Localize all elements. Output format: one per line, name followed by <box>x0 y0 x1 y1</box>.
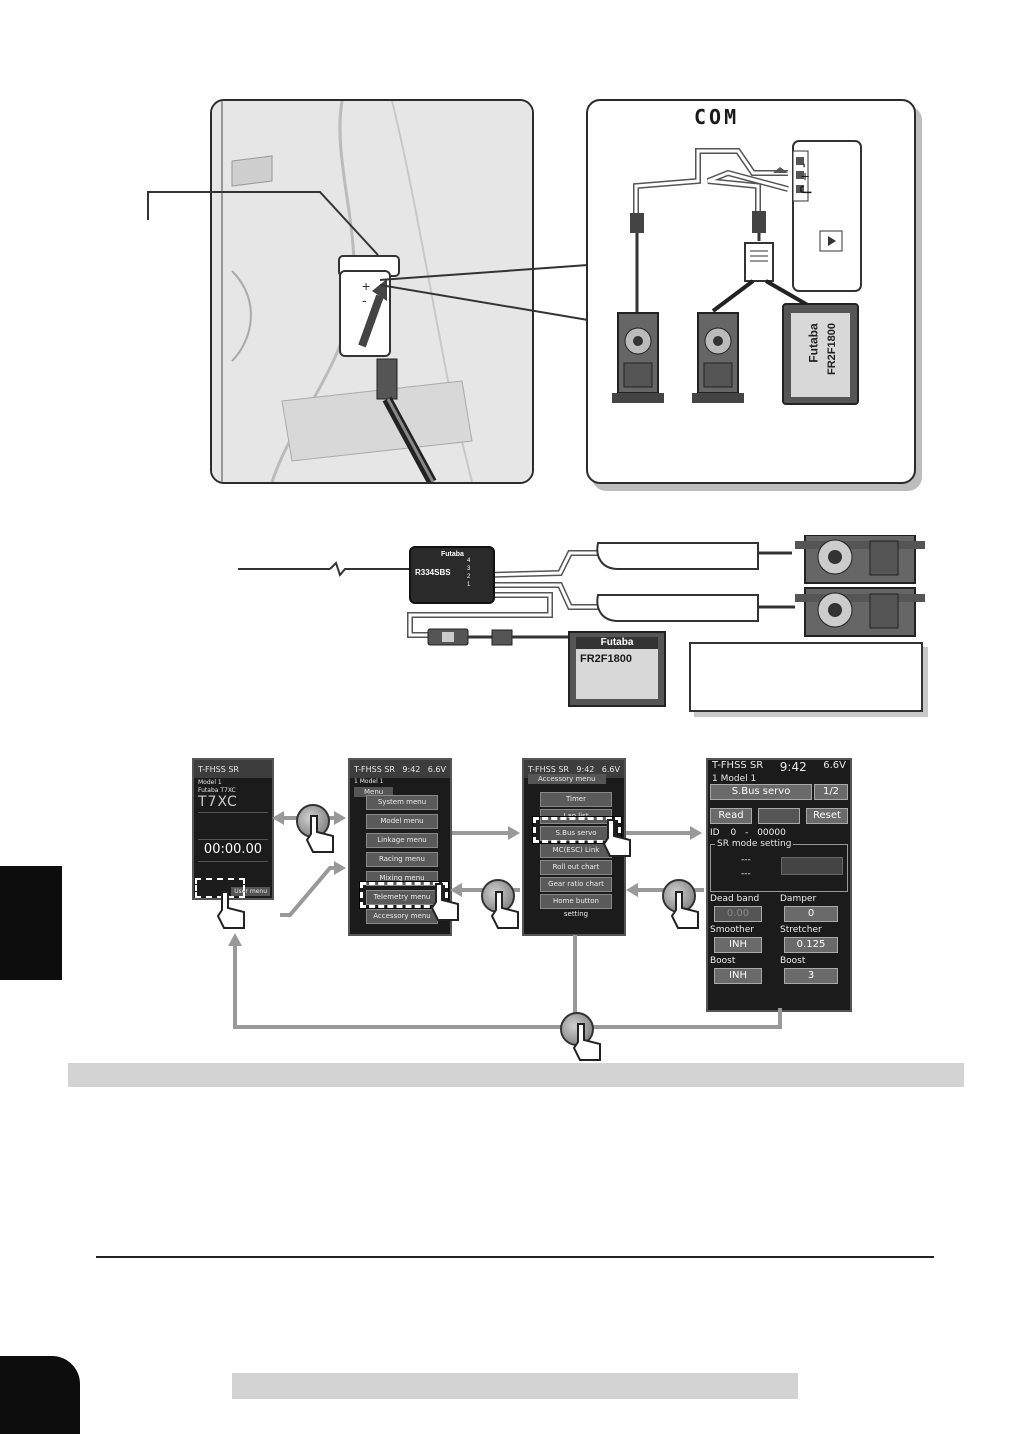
receiver-port: 4 <box>467 558 471 564</box>
gear-ratio-chart-item[interactable]: Gear ratio chart <box>540 877 612 892</box>
damper-label: Damper <box>780 894 817 904</box>
battery-model: FR2F1800 <box>580 653 632 665</box>
boost-label: Boost <box>710 956 736 966</box>
home-timer: 00:00.00 <box>203 842 263 857</box>
sr-dash-1: --- <box>741 855 751 865</box>
receiver-port: 2 <box>467 574 471 580</box>
svg-text:+: + <box>362 278 370 294</box>
home-model: Model 1 <box>198 779 222 786</box>
hand-pointer-icon <box>490 891 519 929</box>
receiver-model: R334SBS <box>415 568 451 577</box>
acc-time: 9:42 <box>576 764 595 774</box>
battery-brand: Futaba <box>576 637 658 649</box>
id-label: ID <box>710 828 720 838</box>
receiver-ports: 4 3 2 1 <box>467 558 491 590</box>
callout-line-left <box>147 191 379 256</box>
receiver-unit: Futaba R334SBS 4 3 2 1 <box>409 546 495 604</box>
transmitter-illustration-panel: + - <box>210 99 534 484</box>
zoom-lines <box>380 264 589 321</box>
dead-band-value[interactable]: 0.00 <box>714 906 762 922</box>
reset-button[interactable]: Reset <box>806 808 848 824</box>
com-battery-model: FR2F1800 <box>825 323 838 375</box>
transmitter-drawing: + - <box>212 101 532 482</box>
mc-esc-link-item[interactable]: MC(ESC) Link <box>540 843 612 858</box>
section-divider <box>96 1256 934 1258</box>
id-value: 0 <box>730 828 737 838</box>
menu-title: Menu <box>354 787 394 797</box>
dead-band-label: Dead band <box>710 894 760 904</box>
roll-out-chart-item[interactable]: Roll out chart <box>540 860 612 875</box>
home-screen[interactable]: T-FHSS SR Model 1 Futaba T7XC T7XC 00:00… <box>192 758 274 900</box>
user-menu-highlight <box>195 878 245 898</box>
user-menu-button[interactable]: User menu <box>231 887 270 896</box>
hand-pointer-icon <box>602 819 631 857</box>
boost2-value[interactable]: 3 <box>784 968 838 984</box>
hand-pointer-icon <box>430 883 459 921</box>
com-battery-brand: Futaba <box>806 323 821 363</box>
menu-status: T-FHSS SR <box>354 764 395 774</box>
sbus-time: 9:42 <box>779 760 807 774</box>
acc-status: T-FHSS SR <box>528 764 569 774</box>
sr-mode-box: SR mode setting --- --- <box>710 839 848 892</box>
timer-item[interactable]: Timer <box>540 792 612 807</box>
smoother-value[interactable]: INH <box>714 937 762 953</box>
footer-bar <box>232 1373 798 1399</box>
menu-model: 1 Model 1 <box>354 778 384 785</box>
acc-title: Accessory menu <box>528 774 606 784</box>
sr-mode-button[interactable] <box>781 857 843 875</box>
id-row: ID 0 - 00000 <box>710 828 786 838</box>
card-symbols: - + ᒍ <box>796 163 813 195</box>
sbus-voltage: 6.6V <box>823 760 846 771</box>
model-menu-item[interactable]: Model menu <box>366 814 438 829</box>
home-brand: Futaba T7XC <box>198 787 236 794</box>
page-number-tab <box>0 1356 80 1434</box>
com-wiring-drawing <box>612 140 862 405</box>
hand-pointer-icon <box>670 891 699 929</box>
sr-dash-2: --- <box>741 869 751 879</box>
hand-pointer-icon <box>572 1023 601 1061</box>
page-indicator[interactable]: 1/2 <box>814 784 848 800</box>
side-tab <box>0 866 62 980</box>
com-label: COM <box>694 105 740 129</box>
home-logo: T7XC <box>198 794 238 810</box>
hand-pointer-icon <box>305 815 334 853</box>
note-box <box>689 642 923 712</box>
racing-menu-item[interactable]: Racing menu <box>366 852 438 867</box>
hand-pointer-icon <box>216 891 245 929</box>
sbus-status: T-FHSS SR <box>712 760 764 771</box>
home-button-setting-item[interactable]: Home button setting <box>540 894 612 918</box>
acc-voltage: 6.6V <box>601 764 620 774</box>
system-menu-item[interactable]: System menu <box>366 795 438 810</box>
receiver-wiring-diagram <box>238 535 927 646</box>
boost2-label: Boost <box>780 956 806 966</box>
lap-list-item[interactable]: Lap list <box>540 809 612 824</box>
sbus-model: 1 Model 1 <box>712 774 757 784</box>
flow-arrows <box>228 811 782 1029</box>
svg-text:-: - <box>362 292 367 308</box>
section-header-bar <box>68 1063 964 1087</box>
boost-value[interactable]: INH <box>714 968 762 984</box>
receiver-brand: Futaba <box>441 551 464 558</box>
read-button[interactable]: Read <box>710 808 752 824</box>
com-connection-panel: COM <box>586 99 916 484</box>
receiver-port: 3 <box>467 566 471 572</box>
sr-mode-label: SR mode setting <box>715 839 794 849</box>
sbus-title: S.Bus servo <box>710 784 812 800</box>
telemetry-menu-highlight <box>359 881 449 909</box>
stretcher-label: Stretcher <box>780 925 822 935</box>
receiver-battery: Futaba FR2F1800 <box>568 631 666 707</box>
sbus-servo-screen[interactable]: T-FHSS SR 9:42 6.6V 1 Model 1 S.Bus serv… <box>706 758 852 1012</box>
blank-button[interactable] <box>758 808 800 824</box>
linkage-menu-item[interactable]: Linkage menu <box>366 833 438 848</box>
home-title: T-FHSS SR <box>198 764 239 774</box>
receiver-port: 1 <box>467 582 471 588</box>
smoother-label: Smoother <box>710 925 754 935</box>
damper-value[interactable]: 0 <box>784 906 838 922</box>
menu-time: 9:42 <box>402 764 421 774</box>
sbus-servo-highlight <box>532 816 622 844</box>
stretcher-value[interactable]: 0.125 <box>784 937 838 953</box>
id-suffix: 00000 <box>757 828 786 838</box>
menu-voltage: 6.6V <box>427 764 446 774</box>
